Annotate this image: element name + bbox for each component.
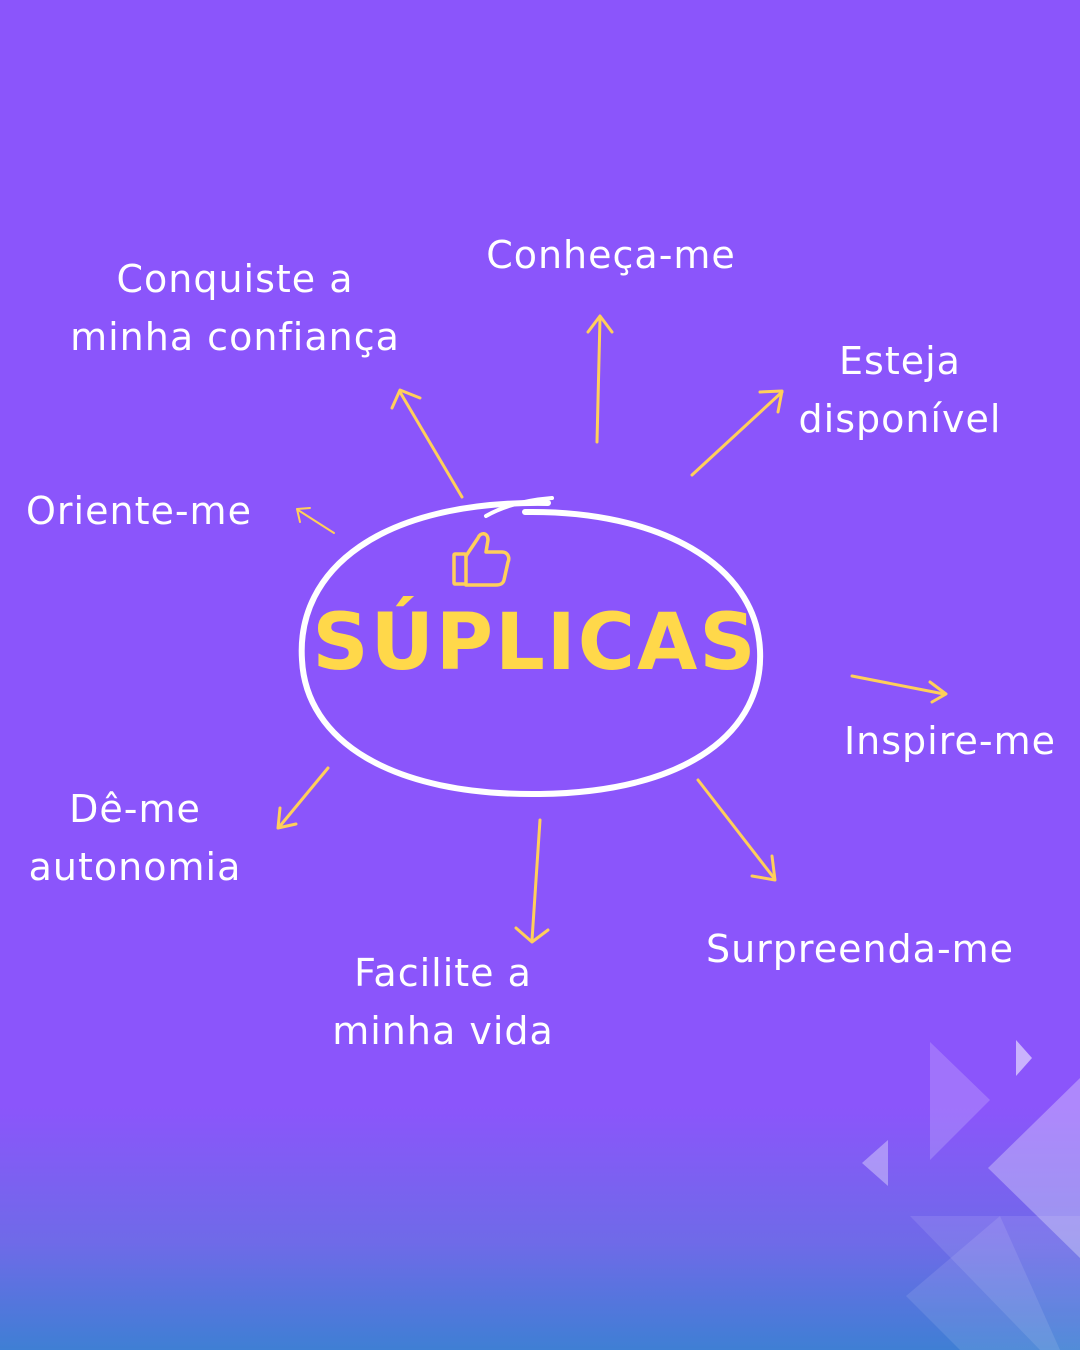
arrow-oriente [296, 507, 335, 534]
node-conheca: Conheça-me [480, 226, 742, 284]
arrow-deme [276, 766, 330, 830]
node-facilite-line1: Facilite a [354, 951, 532, 995]
node-conquiste-line1: Conquiste a [116, 257, 354, 301]
node-surpreenda-line1: Surpreenda-me [705, 927, 1015, 971]
arrow-surpreenda [696, 778, 777, 882]
node-deme-line2: autonomia [28, 845, 242, 889]
arrow-esteja [690, 389, 784, 477]
node-inspire: Inspire-me [826, 712, 1074, 770]
node-conquiste: Conquiste a minha confiança [60, 250, 410, 366]
node-oriente: Oriente-me [14, 482, 264, 540]
node-oriente-line1: Oriente-me [26, 489, 252, 533]
node-esteja-line2: disponível [798, 397, 1002, 441]
node-facilite-line2: minha vida [332, 1009, 554, 1053]
node-deme: Dê-me autonomia [20, 780, 250, 896]
thumbs-up-icon [452, 532, 511, 587]
center-title: SÚPLICAS [312, 598, 758, 688]
node-facilite: Facilite a minha vida [318, 944, 568, 1060]
node-conheca-line1: Conheça-me [486, 233, 736, 277]
node-esteja-line1: Esteja [839, 339, 961, 383]
arrow-conquiste [390, 388, 464, 499]
arrow-inspire [850, 674, 948, 704]
node-conquiste-line2: minha confiança [70, 315, 400, 359]
arrow-facilite [514, 818, 550, 944]
node-inspire-line1: Inspire-me [843, 719, 1057, 763]
node-deme-line1: Dê-me [69, 787, 201, 831]
node-esteja: Esteja disponível [790, 332, 1010, 448]
node-surpreenda: Surpreenda-me [700, 920, 1020, 978]
arrow-conheca [586, 314, 614, 444]
